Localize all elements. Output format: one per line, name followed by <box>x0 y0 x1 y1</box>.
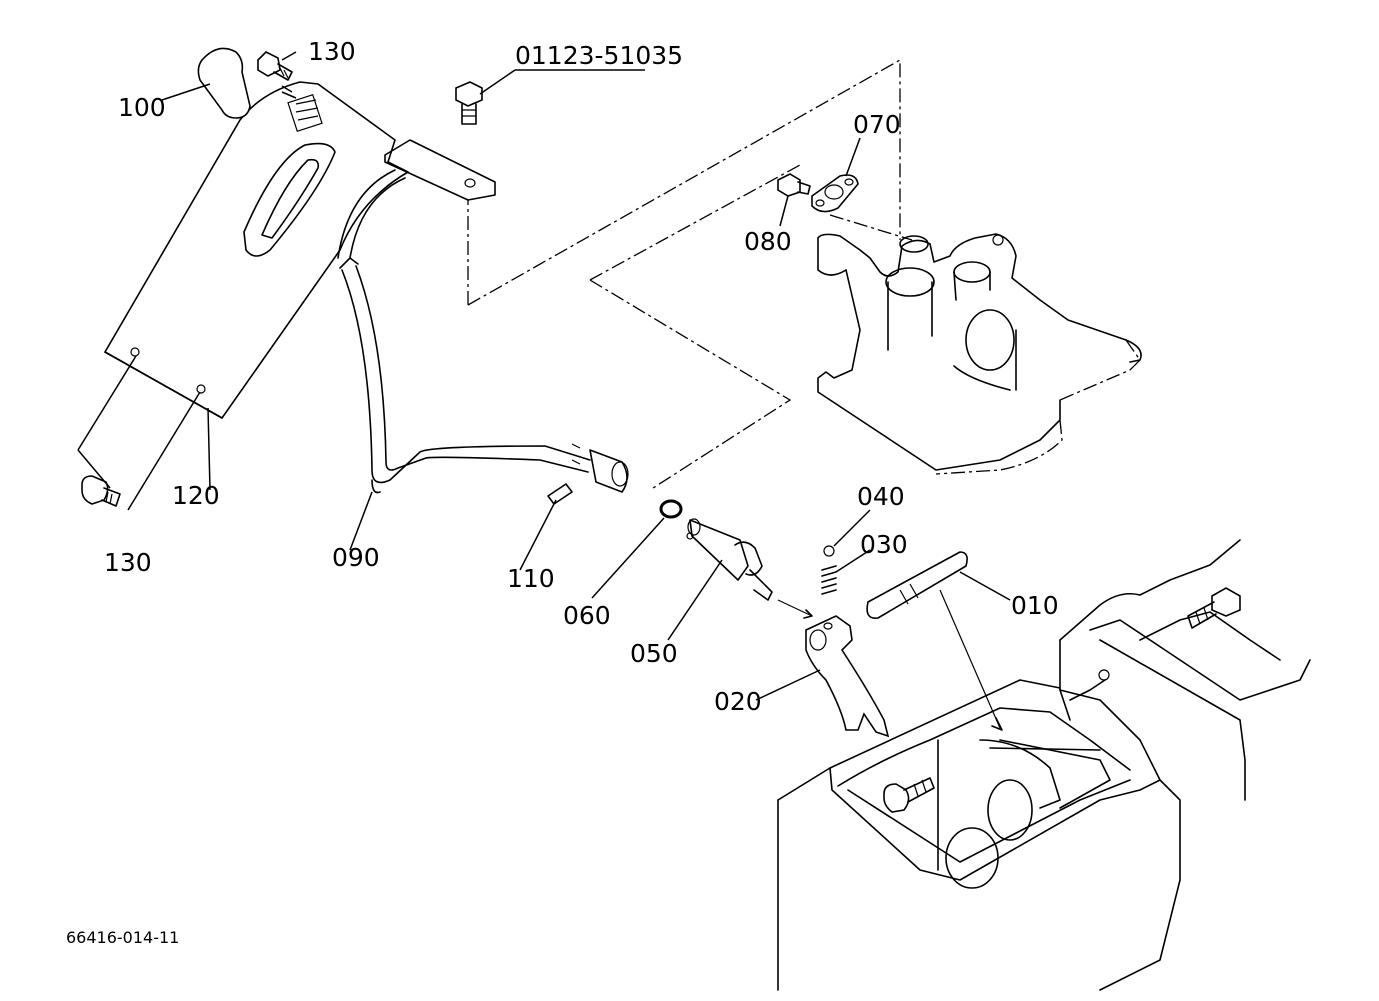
label-110: 110 <box>507 564 555 593</box>
label-010: 010 <box>1011 591 1059 620</box>
leader-lines <box>77 51 1011 701</box>
label-020: 020 <box>714 687 762 716</box>
case-bolt-lower <box>883 777 935 813</box>
label-100: 100 <box>118 93 166 122</box>
label-060: 060 <box>563 601 611 630</box>
shift-shaft <box>686 518 773 601</box>
bolt-01123-51035 <box>455 81 483 125</box>
label-030: 030 <box>860 530 908 559</box>
shift-lever-rod <box>337 169 629 494</box>
detent-spring <box>821 565 837 595</box>
label-080: 080 <box>744 227 792 256</box>
guide-bracket <box>384 139 496 201</box>
detent-ball <box>823 545 835 557</box>
label-050: 050 <box>630 639 678 668</box>
gasket <box>811 174 859 213</box>
label-bolt-part-number: 01123-51035 <box>515 41 683 70</box>
label-090: 090 <box>332 543 380 572</box>
bolt-080 <box>777 173 811 197</box>
case-bolt-right <box>1187 587 1241 629</box>
shift-knob <box>197 47 251 119</box>
label-120: 120 <box>172 481 220 510</box>
label-130-bottom: 130 <box>104 548 152 577</box>
spring-pin <box>547 483 573 505</box>
bolt-130-bottom <box>81 475 121 507</box>
bolt-130-top <box>257 51 293 81</box>
label-040: 040 <box>857 482 905 511</box>
o-ring <box>659 499 683 519</box>
transmission-case <box>777 539 1311 991</box>
upper-housing <box>467 58 1142 491</box>
shift-fork <box>777 599 890 738</box>
label-070: 070 <box>853 110 901 139</box>
fork-rod <box>866 551 1003 731</box>
guide-cover-plate <box>104 81 409 419</box>
drawing-code: 66416-014-11 <box>66 928 179 947</box>
label-130-top: 130 <box>308 37 356 66</box>
